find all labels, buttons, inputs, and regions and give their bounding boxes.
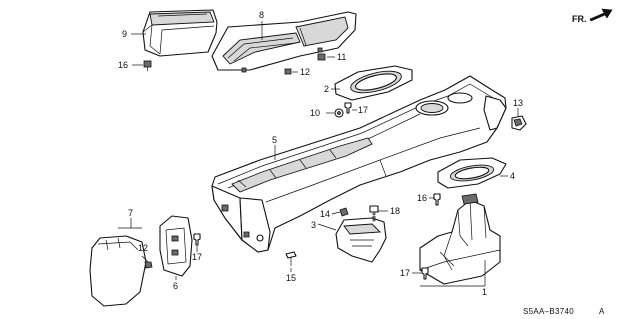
fastener-13 — [511, 115, 527, 131]
fastener-16-upper — [143, 60, 152, 71]
callout-5: 5 — [272, 135, 277, 145]
part-4-bezel — [437, 157, 507, 189]
callout-labels: 9 8 16 11 12 2 10 17 13 5 4 16 14 18 3 1… — [118, 10, 523, 297]
part-9-tray — [142, 9, 218, 57]
part-8-upper-panel — [211, 11, 357, 73]
fastener-12-lower — [144, 261, 153, 269]
fastener-17-right — [421, 267, 429, 280]
callout-12-lower: 12 — [138, 243, 148, 253]
callout-8: 8 — [259, 10, 264, 20]
fastener-12-upper — [284, 68, 292, 75]
diagram-code-suffix: A — [599, 307, 605, 316]
diagram-code-text: S5AA–B3740 — [523, 307, 574, 316]
callout-7: 7 — [128, 208, 133, 218]
front-direction-indicator: FR. — [572, 8, 613, 24]
part-3-switch-panel — [335, 217, 387, 263]
callout-18: 18 — [390, 206, 400, 216]
fastener-18 — [369, 205, 379, 222]
direction-label: FR. — [572, 14, 587, 24]
fastener-11 — [317, 53, 326, 61]
callout-9: 9 — [122, 29, 127, 39]
callout-3: 3 — [311, 220, 316, 230]
part-2-shift-frame — [334, 65, 413, 101]
callout-2: 2 — [324, 84, 329, 94]
fastener-16-right — [433, 193, 441, 206]
leader-lines — [118, 21, 519, 287]
callout-17-left: 17 — [192, 252, 202, 262]
callout-17-right: 17 — [400, 268, 410, 278]
fastener-15 — [285, 251, 297, 266]
callout-4: 4 — [510, 171, 515, 181]
fastener-14 — [339, 207, 349, 217]
callout-16-right: 16 — [417, 193, 427, 203]
callout-12-upper: 12 — [300, 67, 310, 77]
callout-11: 11 — [337, 52, 346, 62]
part-7-end-cap — [89, 235, 147, 307]
diagram-code: S5AA–B3740 A — [523, 307, 605, 316]
callout-10: 10 — [310, 108, 320, 118]
callout-14: 14 — [320, 209, 330, 219]
callout-17-upper: 17 — [358, 105, 368, 115]
fastener-10 — [334, 108, 344, 118]
callout-6: 6 — [173, 281, 178, 291]
fastener-17-upper — [344, 102, 352, 114]
front-arrow-icon — [589, 8, 613, 22]
callout-1: 1 — [482, 287, 487, 297]
part-5-console-body — [211, 75, 507, 253]
part-6-bracket — [159, 215, 193, 277]
callout-16-upper: 16 — [118, 60, 128, 70]
fastener-17-left — [193, 233, 201, 246]
part-1-shift-boot — [419, 193, 501, 285]
callout-15: 15 — [286, 273, 296, 283]
callout-13: 13 — [513, 98, 523, 108]
